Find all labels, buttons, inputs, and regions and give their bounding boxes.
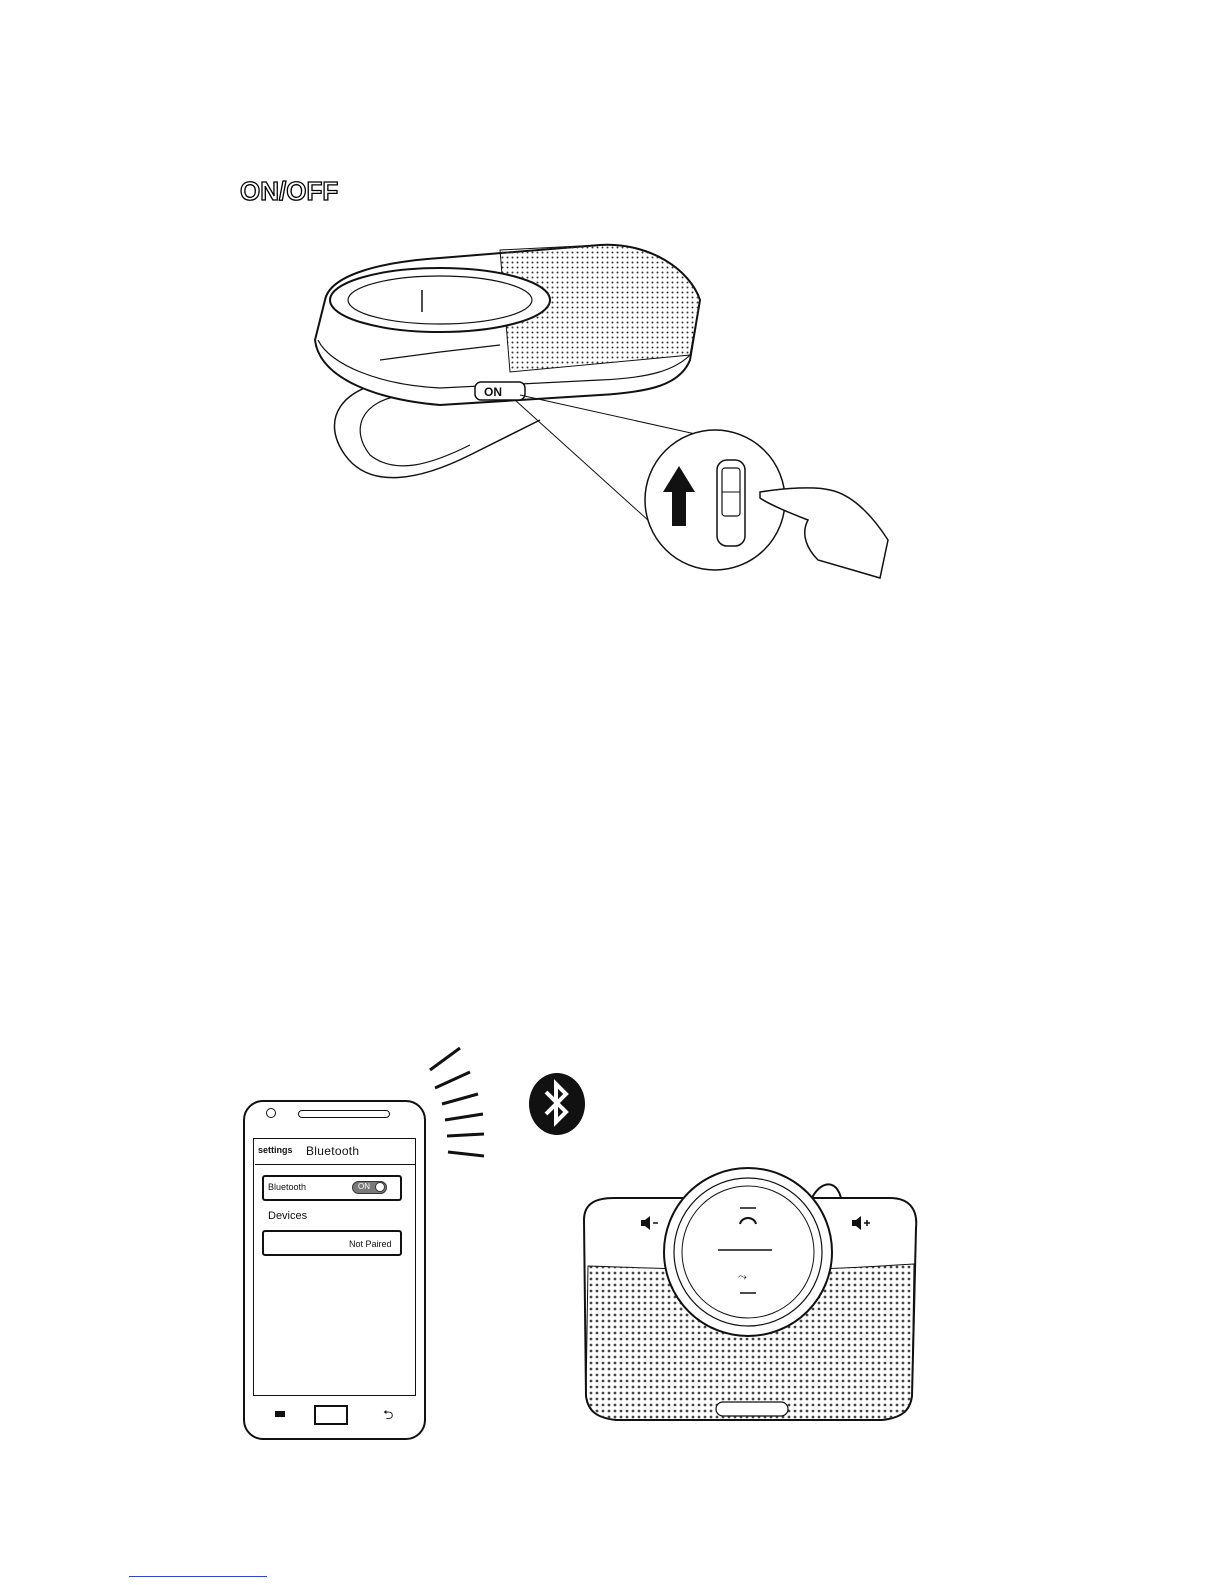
devices-heading: Devices xyxy=(268,1210,307,1222)
home-button[interactable] xyxy=(314,1405,348,1425)
device-switch-label: ON xyxy=(484,385,502,399)
footer-link-underline[interactable] xyxy=(129,1576,267,1577)
screen-title: Bluetooth xyxy=(306,1144,359,1158)
title-divider xyxy=(255,1164,415,1165)
signal-waves-icon xyxy=(420,1040,500,1170)
back-button-icon[interactable]: ⮌ xyxy=(383,1406,393,1428)
pointing-hand-icon xyxy=(760,488,888,578)
toggle-knob xyxy=(375,1182,385,1192)
speakerphone-side-illustration: ON xyxy=(0,0,1225,600)
speakerphone-front-illustration: ⤳ xyxy=(570,1150,930,1440)
bluetooth-toggle-label: ON xyxy=(358,1182,370,1191)
device-status: Not Paired xyxy=(349,1239,392,1249)
menu-button-icon[interactable] xyxy=(275,1411,285,1417)
bluetooth-icon xyxy=(528,1072,588,1138)
earpiece xyxy=(298,1110,390,1118)
camera-icon xyxy=(266,1108,276,1118)
bluetooth-setting-label: Bluetooth xyxy=(268,1182,306,1192)
settings-back-link[interactable]: settings xyxy=(258,1145,293,1155)
svg-text:⤳: ⤳ xyxy=(738,1271,747,1283)
